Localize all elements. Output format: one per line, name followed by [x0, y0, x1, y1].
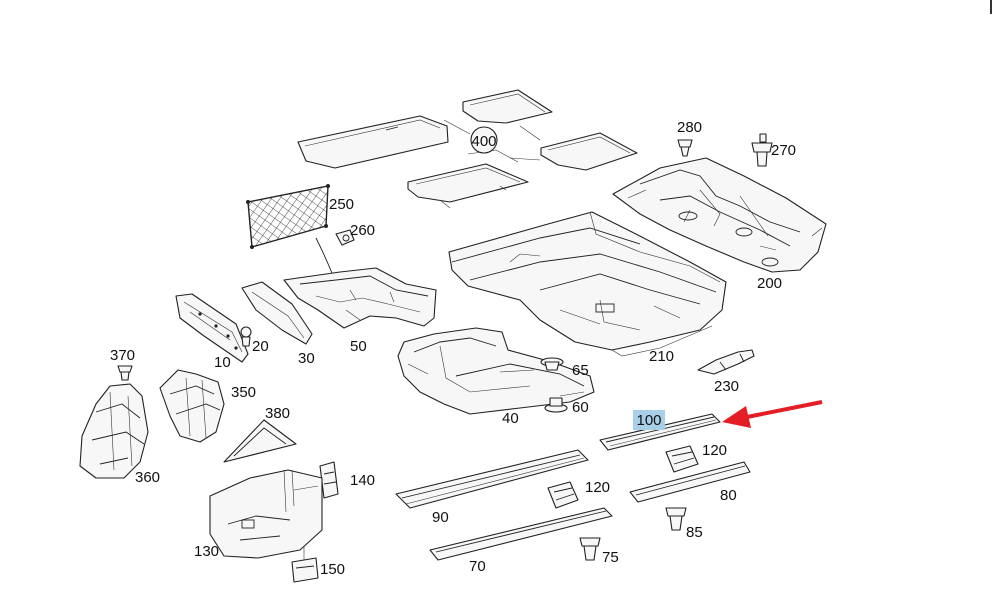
window-edge-marker — [990, 0, 992, 14]
label-350: 350 — [231, 384, 256, 401]
label-130: 130 — [194, 543, 219, 560]
part-65-grommet[interactable]: 65 — [540, 357, 589, 379]
part-280-clip[interactable]: 280 — [677, 119, 702, 157]
part-90-sill-strip[interactable]: 90 — [395, 449, 589, 526]
label-50: 50 — [350, 338, 367, 355]
part-400-floor-mats[interactable]: 400 — [297, 89, 638, 209]
label-230: 230 — [714, 378, 739, 395]
label-20: 20 — [252, 338, 269, 355]
part-120-clip-b[interactable]: 120 — [665, 442, 727, 473]
label-260: 260 — [350, 222, 375, 239]
label-250: 250 — [329, 196, 354, 213]
part-150-clip[interactable]: 150 — [291, 546, 345, 583]
label-120-b: 120 — [702, 442, 727, 459]
label-280: 280 — [677, 119, 702, 136]
part-50-trunk-side-trim[interactable]: 50 — [283, 267, 437, 355]
label-380: 380 — [265, 405, 290, 422]
label-10: 10 — [214, 354, 231, 371]
label-100: 100 — [636, 412, 661, 429]
part-130-cover[interactable]: 130 — [194, 469, 323, 560]
part-350-bracket[interactable]: 350 — [159, 369, 256, 443]
label-85: 85 — [686, 524, 703, 541]
label-400: 400 — [471, 133, 496, 150]
label-270: 270 — [771, 142, 796, 159]
part-75-clip[interactable]: 75 — [579, 537, 619, 566]
label-210: 210 — [649, 348, 674, 365]
label-370: 370 — [110, 347, 135, 364]
label-140: 140 — [350, 472, 375, 489]
label-65: 65 — [572, 362, 589, 379]
label-360: 360 — [135, 469, 160, 486]
part-30-trim-panel[interactable]: 30 — [241, 281, 315, 367]
part-20-clip[interactable]: 20 — [240, 326, 269, 355]
label-200: 200 — [757, 275, 782, 292]
part-230-strap[interactable]: 230 — [697, 349, 755, 395]
label-120-a: 120 — [585, 479, 610, 496]
part-70-sill-plate[interactable]: 70 — [429, 507, 613, 575]
label-60: 60 — [572, 399, 589, 416]
label-70: 70 — [469, 558, 486, 575]
part-140-bracket[interactable]: 140 — [319, 461, 375, 499]
label-150: 150 — [320, 561, 345, 578]
part-40-trunk-floor[interactable]: 40 — [397, 327, 595, 427]
label-30: 30 — [298, 350, 315, 367]
label-80: 80 — [720, 487, 737, 504]
part-360-housing[interactable]: 360 — [79, 383, 160, 486]
part-200-front-carpet[interactable]: 200 — [612, 157, 827, 292]
part-80-sill-plate[interactable]: 80 — [629, 461, 751, 504]
label-40: 40 — [502, 410, 519, 427]
part-85-clip[interactable]: 85 — [665, 507, 703, 541]
part-120-clip-a[interactable]: 120 — [547, 479, 610, 509]
part-10-side-panel[interactable]: 10 — [175, 293, 249, 371]
label-75: 75 — [602, 549, 619, 566]
pointer-arrow — [722, 400, 823, 428]
part-260-clip[interactable]: 260 — [335, 222, 375, 246]
part-270-clip[interactable]: 270 — [751, 133, 796, 167]
part-210-rear-carpet[interactable]: 210 — [448, 211, 727, 365]
part-370-clip[interactable]: 370 — [110, 347, 135, 381]
highlight-box-100 — [633, 410, 665, 430]
part-380-trim[interactable]: 380 — [223, 405, 297, 463]
part-60-grommet[interactable]: 60 — [544, 397, 589, 416]
label-90: 90 — [432, 509, 449, 526]
part-100-sill-strip[interactable]: 100 — [599, 410, 721, 451]
